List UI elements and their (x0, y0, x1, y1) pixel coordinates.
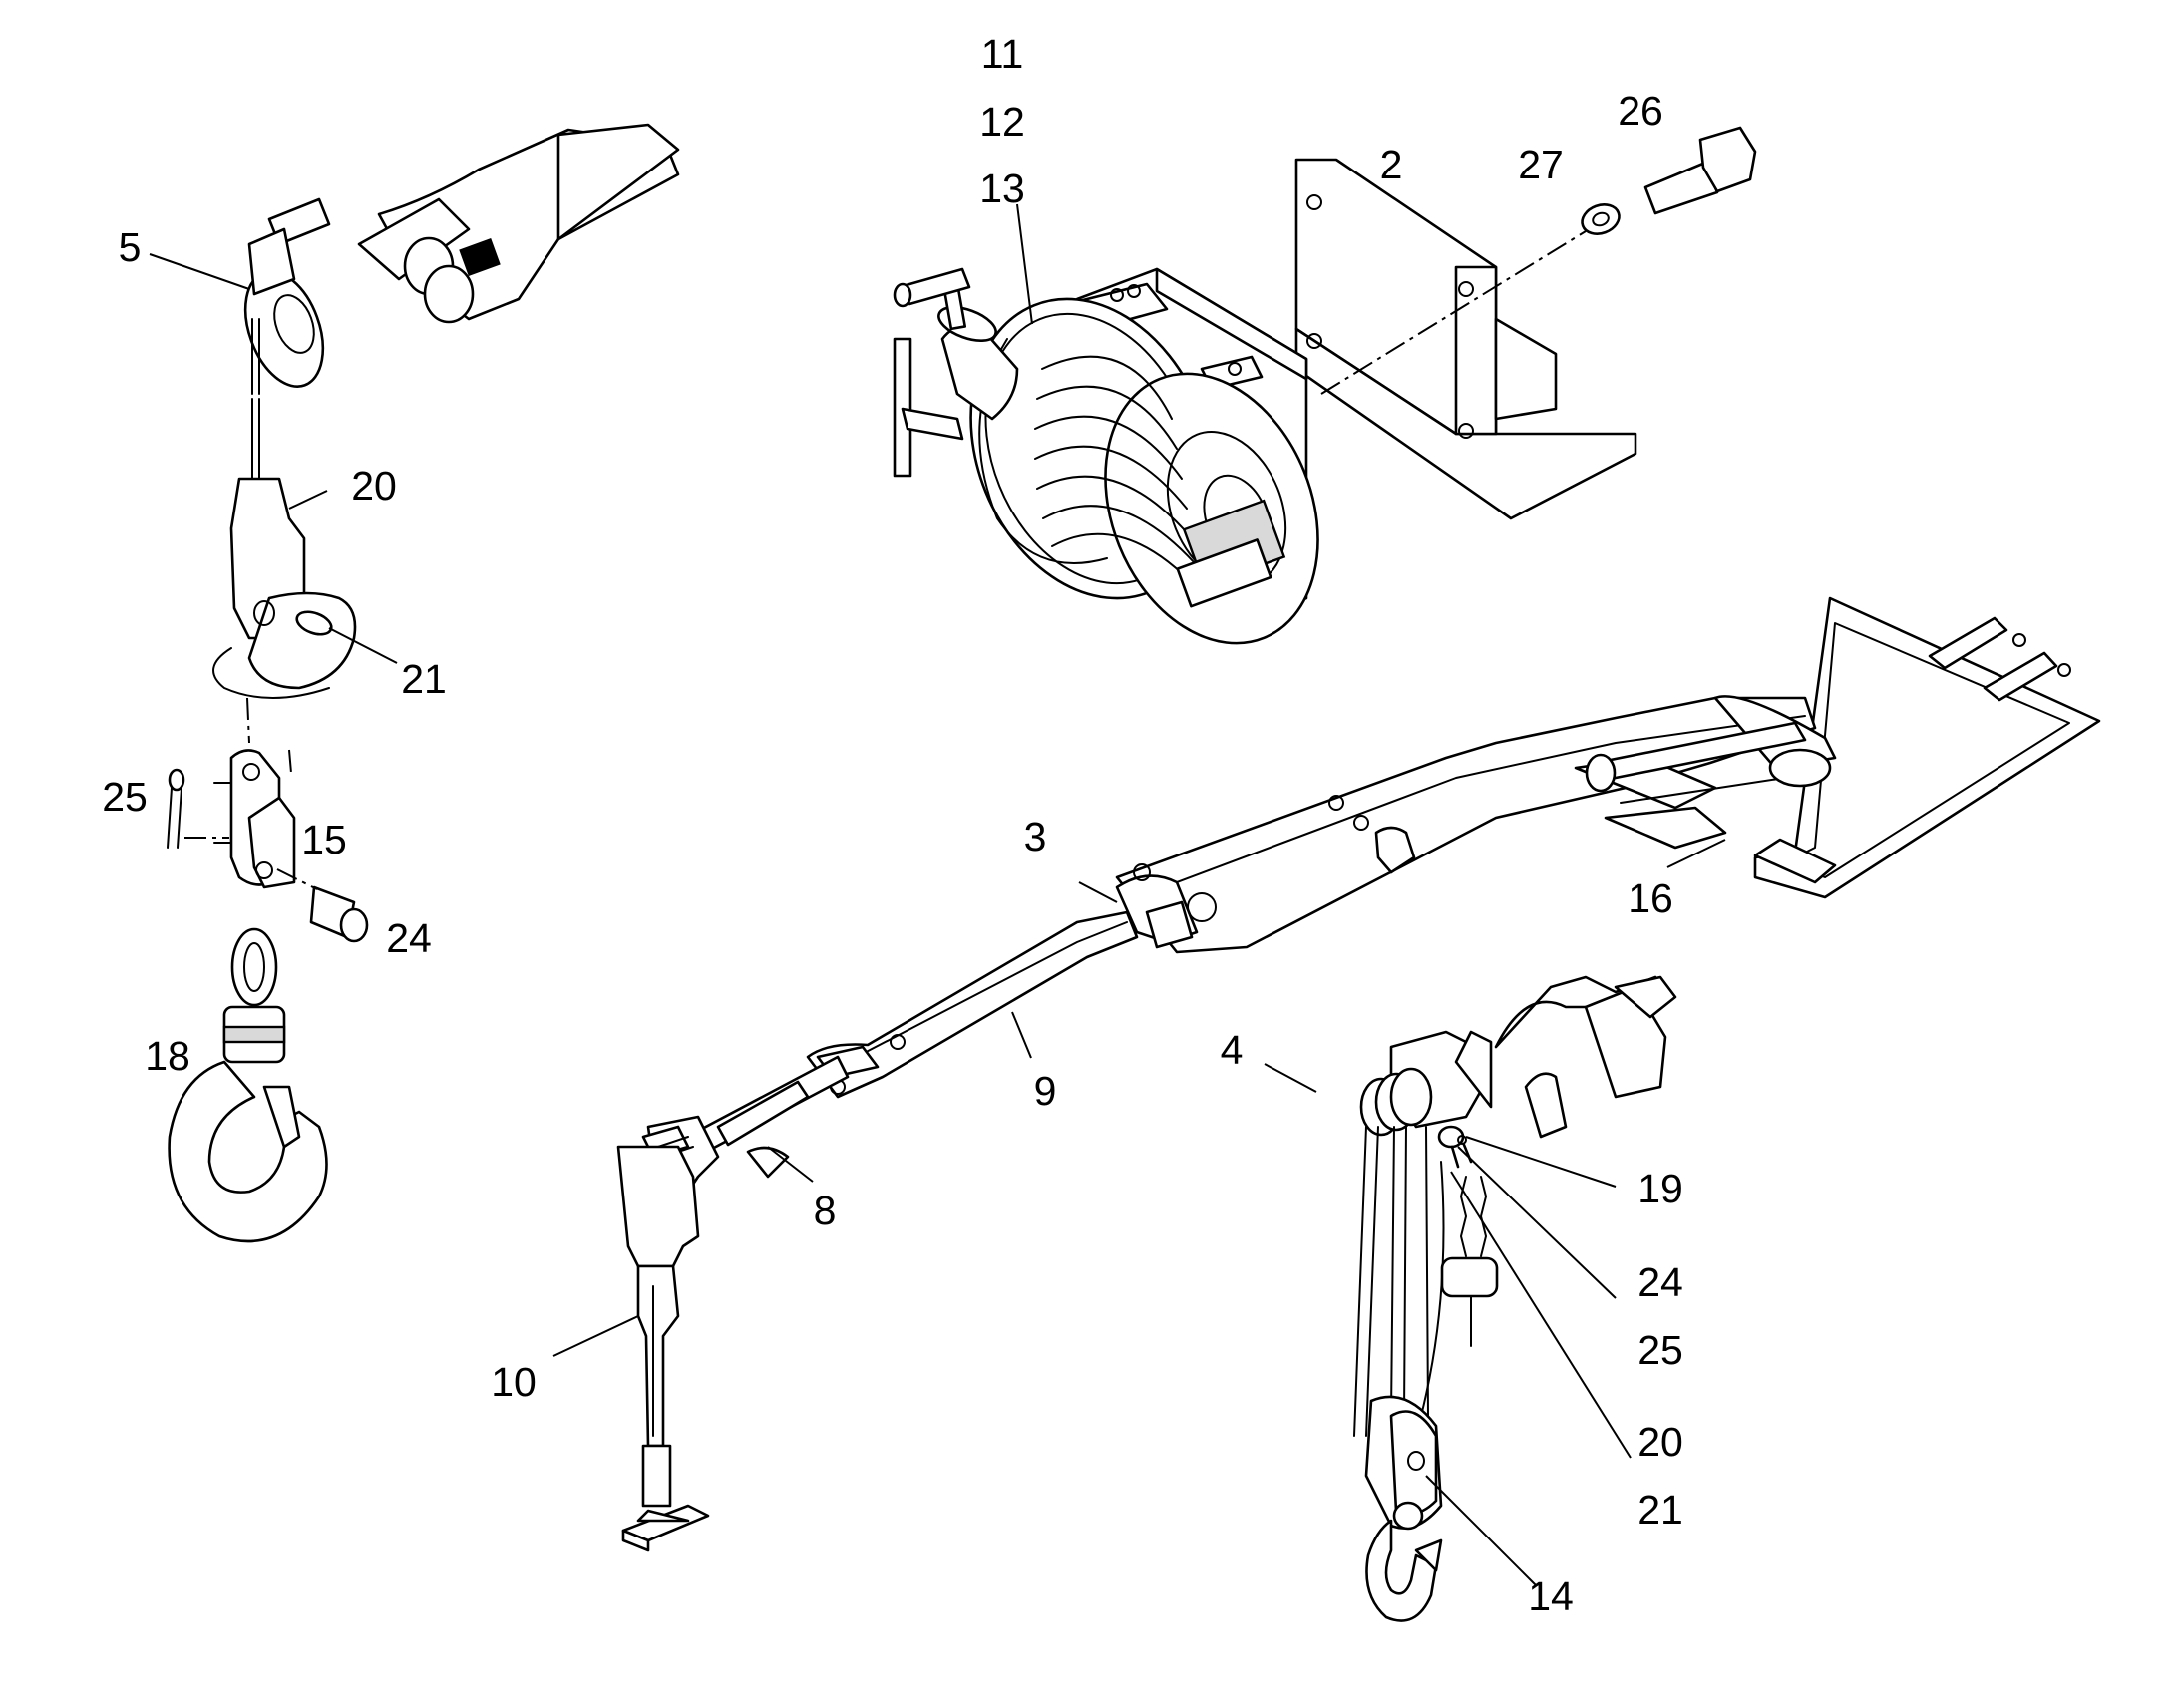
boom-tip-with-pulley (243, 123, 680, 388)
boom-head-4 (1359, 975, 1677, 1139)
lift-cylinder (1585, 721, 1832, 804)
main-boom-3 (1115, 695, 1837, 954)
pin-axis-line (276, 868, 318, 890)
callout-21-left: 21 (401, 656, 447, 702)
callout-10: 10 (491, 1359, 537, 1405)
pin-24 (309, 885, 369, 943)
callout-20-left: 20 (351, 463, 397, 509)
mounting-bracket-plate (1294, 158, 1637, 520)
pin-and-clip-detail (1437, 1125, 1473, 1169)
callout-15: 15 (301, 817, 347, 862)
callout-13: 13 (979, 166, 1025, 211)
washer-27 (1581, 203, 1621, 235)
wire-rope-left (251, 318, 260, 480)
bolt-axis-line (1320, 230, 1587, 395)
callout-27: 27 (1518, 142, 1564, 187)
callout-8: 8 (814, 1188, 837, 1233)
clevis-15 (213, 749, 296, 889)
callout-2: 2 (1380, 142, 1403, 187)
callout-25-right: 25 (1637, 1327, 1683, 1373)
winch-motor-and-valve (893, 267, 1286, 608)
callout-12: 12 (979, 99, 1025, 145)
callout-24-left: 24 (386, 915, 432, 961)
callout-14: 14 (1528, 1573, 1574, 1619)
callout-5: 5 (119, 224, 142, 270)
callout-16: 16 (1628, 875, 1673, 921)
callout-11: 11 (981, 31, 1024, 77)
callout-9: 9 (1034, 1068, 1057, 1114)
callout-4: 4 (1221, 1027, 1244, 1073)
callout-18: 18 (145, 1033, 190, 1079)
callout-25-left: 25 (102, 774, 148, 820)
tilt-cylinder-8 (666, 1055, 850, 1179)
base-frame-16 (1753, 596, 2101, 899)
rope-reeving (1353, 1126, 1445, 1437)
callout-21-right: 21 (1637, 1487, 1683, 1533)
wire-loop-21 (212, 647, 330, 699)
swivel-hook-18 (168, 927, 328, 1243)
callout-20-right: 20 (1637, 1419, 1683, 1465)
cotter-pin-25 (167, 768, 185, 849)
leader-lines (149, 203, 1726, 1586)
bolt-26 (1643, 126, 1757, 215)
callout-26: 26 (1618, 88, 1663, 134)
hook-block-14 (1364, 1395, 1443, 1622)
callout-24-right: 24 (1637, 1259, 1683, 1305)
callout-labels: 11 12 13 26 2 27 5 20 21 25 15 24 18 3 1… (102, 31, 1683, 1619)
callout-19: 19 (1637, 1166, 1683, 1211)
clevis-axis-line (246, 697, 292, 774)
callout-3: 3 (1024, 814, 1047, 859)
rope-wedge-socket-20 (229, 477, 357, 690)
support-leg-10 (616, 1145, 710, 1552)
boom-extension-9 (806, 910, 1139, 1099)
